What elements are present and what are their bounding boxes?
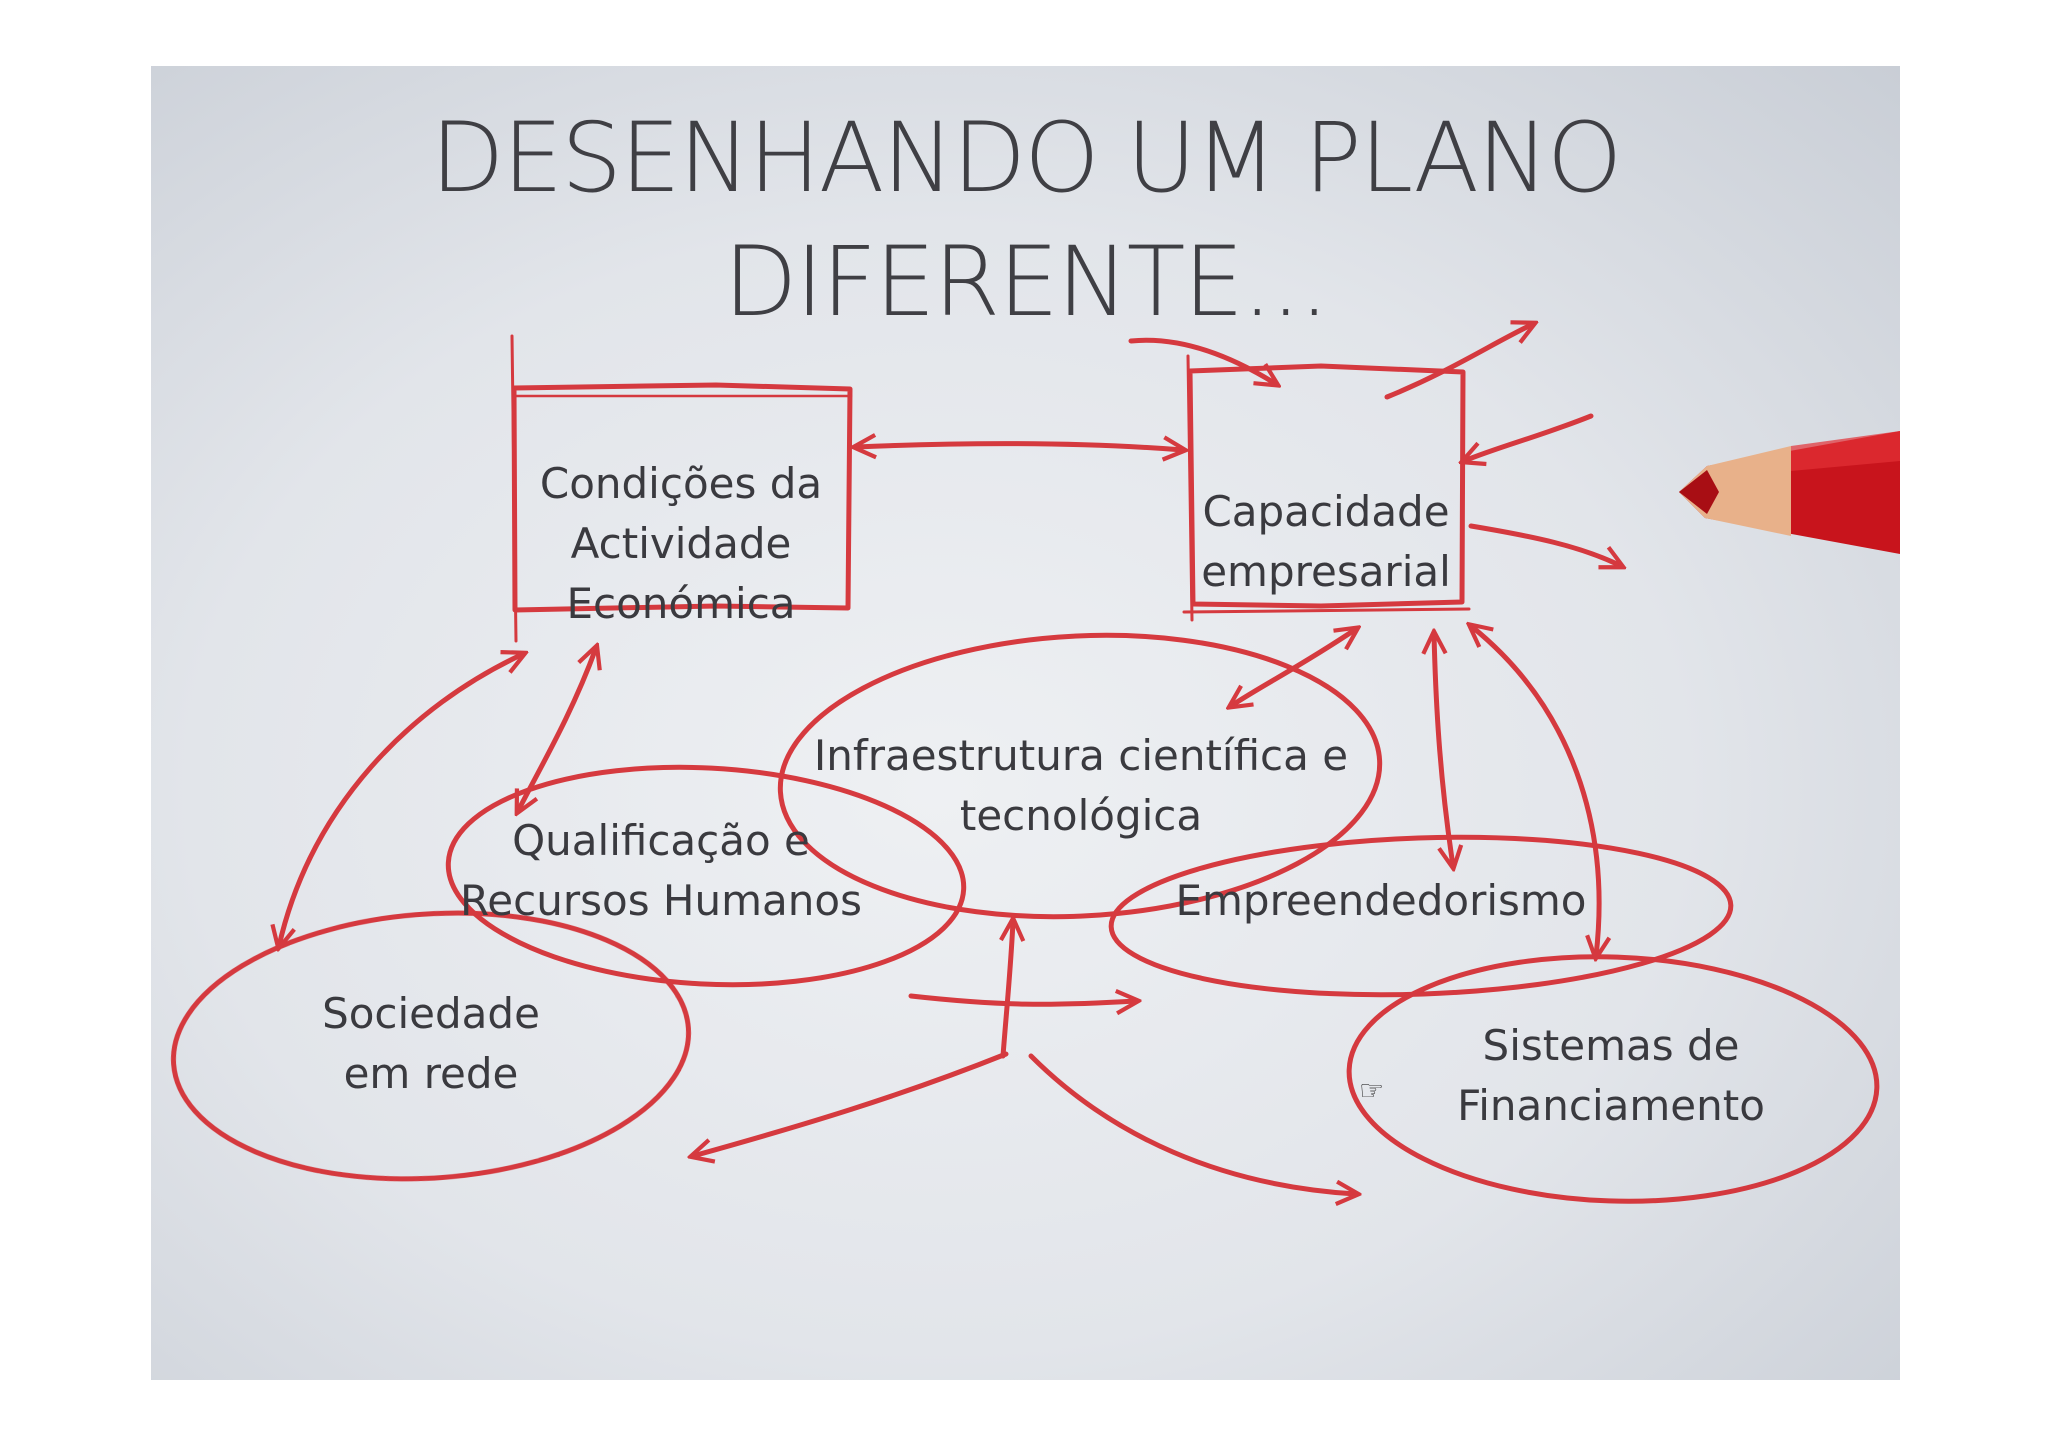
label-sistemas-line2: Financiamento bbox=[1441, 1076, 1781, 1136]
label-sistemas: Sistemas de Financiamento bbox=[1441, 1016, 1781, 1136]
arrow-out-right-lower bbox=[1471, 526, 1621, 566]
hand-pointer-icon: ☞ bbox=[1359, 1074, 1384, 1107]
label-qualificacao-line2: Recursos Humanos bbox=[441, 871, 881, 931]
arrow-out-top-right bbox=[1387, 324, 1533, 397]
label-sociedade-line2: em rede bbox=[291, 1044, 571, 1104]
arrow-capacidade-empreend bbox=[1434, 634, 1453, 866]
label-capacidade-line1: Capacidade bbox=[1191, 482, 1461, 542]
label-condicoes-line3: Económica bbox=[511, 574, 851, 634]
label-infraestrutura: Infraestrutura científica e tecnológica bbox=[801, 726, 1361, 846]
label-infraestrutura-line2: tecnológica bbox=[801, 786, 1361, 846]
label-condicoes: Condições da Actividade Económica bbox=[511, 454, 851, 634]
diagram-sketch bbox=[151, 66, 1900, 1380]
red-pencil-icon bbox=[1679, 431, 1900, 554]
label-sociedade-line1: Sociedade bbox=[291, 984, 571, 1044]
label-condicoes-line2: Actividade bbox=[511, 514, 851, 574]
label-qualificacao: Qualificação e Recursos Humanos bbox=[441, 811, 881, 931]
slide: DESENHANDO UM PLANO DIFERENTE... bbox=[151, 66, 1900, 1380]
label-condicoes-line1: Condições da bbox=[511, 454, 851, 514]
arrow-center-up bbox=[1003, 921, 1013, 1056]
arrow-center-left bbox=[693, 1054, 1006, 1156]
label-capacidade-line2: empresarial bbox=[1191, 542, 1461, 602]
arrow-in-right bbox=[1464, 416, 1591, 461]
label-empreendedorismo-line1: Empreendedorismo bbox=[1171, 871, 1591, 931]
arrow-into-capacidade-top bbox=[1131, 340, 1276, 384]
arrow-condicoes-qualificacao bbox=[518, 648, 596, 811]
arrow-center-right bbox=[1031, 1056, 1356, 1194]
arrow-center-empreend bbox=[911, 996, 1136, 1004]
label-infraestrutura-line1: Infraestrutura científica e bbox=[801, 726, 1361, 786]
label-empreendedorismo: Empreendedorismo bbox=[1171, 871, 1591, 931]
label-sistemas-line1: Sistemas de bbox=[1441, 1016, 1781, 1076]
label-capacidade: Capacidade empresarial bbox=[1191, 482, 1461, 602]
label-qualificacao-line1: Qualificação e bbox=[441, 811, 881, 871]
arrow-condicoes-capacidade bbox=[856, 444, 1183, 450]
label-sociedade: Sociedade em rede bbox=[291, 984, 571, 1104]
